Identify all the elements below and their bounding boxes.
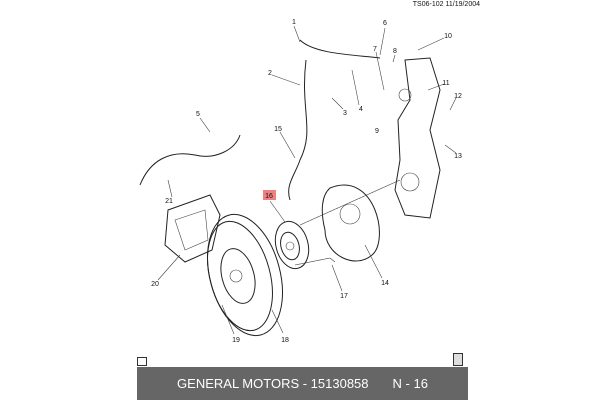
callout-4[interactable]: 4 <box>359 106 363 113</box>
callout-21[interactable]: 21 <box>165 198 173 205</box>
brake-rotor <box>207 213 283 337</box>
brake-caliper <box>164 194 221 263</box>
zoom-icon[interactable] <box>137 357 147 366</box>
drawing-header: TS06-102 11/19/2004 <box>413 1 480 8</box>
steering-knuckle <box>394 57 441 219</box>
splash-shield <box>321 184 380 262</box>
callout-15[interactable]: 15 <box>274 126 282 133</box>
callout-18[interactable]: 18 <box>281 337 289 344</box>
callout-2[interactable]: 2 <box>268 70 272 77</box>
callout-17[interactable]: 17 <box>340 293 348 300</box>
callout-16[interactable]: 16 <box>265 193 273 200</box>
callout-3[interactable]: 3 <box>343 110 347 117</box>
callout-20[interactable]: 20 <box>151 281 159 288</box>
brake-hose <box>139 134 241 186</box>
print-icon[interactable] <box>453 353 463 366</box>
callout-6[interactable]: 6 <box>383 20 387 27</box>
guide-lines <box>294 179 401 266</box>
part-number: GENERAL MOTORS - 15130858 <box>177 376 369 391</box>
drawing-date: 11/19/2004 <box>445 1 480 8</box>
drawing-code: TS06-102 <box>412 1 444 8</box>
callout-10[interactable]: 10 <box>444 33 452 40</box>
callout-11[interactable]: 11 <box>442 80 449 87</box>
callout-5[interactable]: 5 <box>196 111 200 118</box>
callout-7[interactable]: 7 <box>373 46 377 53</box>
highlight-box <box>263 190 276 200</box>
callout-labels: 1 2 3 4 5 6 7 8 9 10 11 12 13 14 15 16 1… <box>151 19 462 344</box>
footer-bar: GENERAL MOTORS - 15130858 N - 16 <box>137 367 468 400</box>
wheel-hub-bearing <box>274 220 310 270</box>
callout-19[interactable]: 19 <box>232 337 240 344</box>
callout-8[interactable]: 8 <box>393 48 397 55</box>
callout-ref: N - 16 <box>392 376 428 391</box>
leader-lines <box>157 25 457 335</box>
callout-13[interactable]: 13 <box>454 153 462 160</box>
abs-sensor-wire <box>288 39 381 201</box>
callout-14[interactable]: 14 <box>381 280 389 287</box>
callout-12[interactable]: 12 <box>454 93 462 100</box>
callout-1[interactable]: 1 <box>292 19 296 26</box>
callout-9[interactable]: 9 <box>375 128 379 135</box>
